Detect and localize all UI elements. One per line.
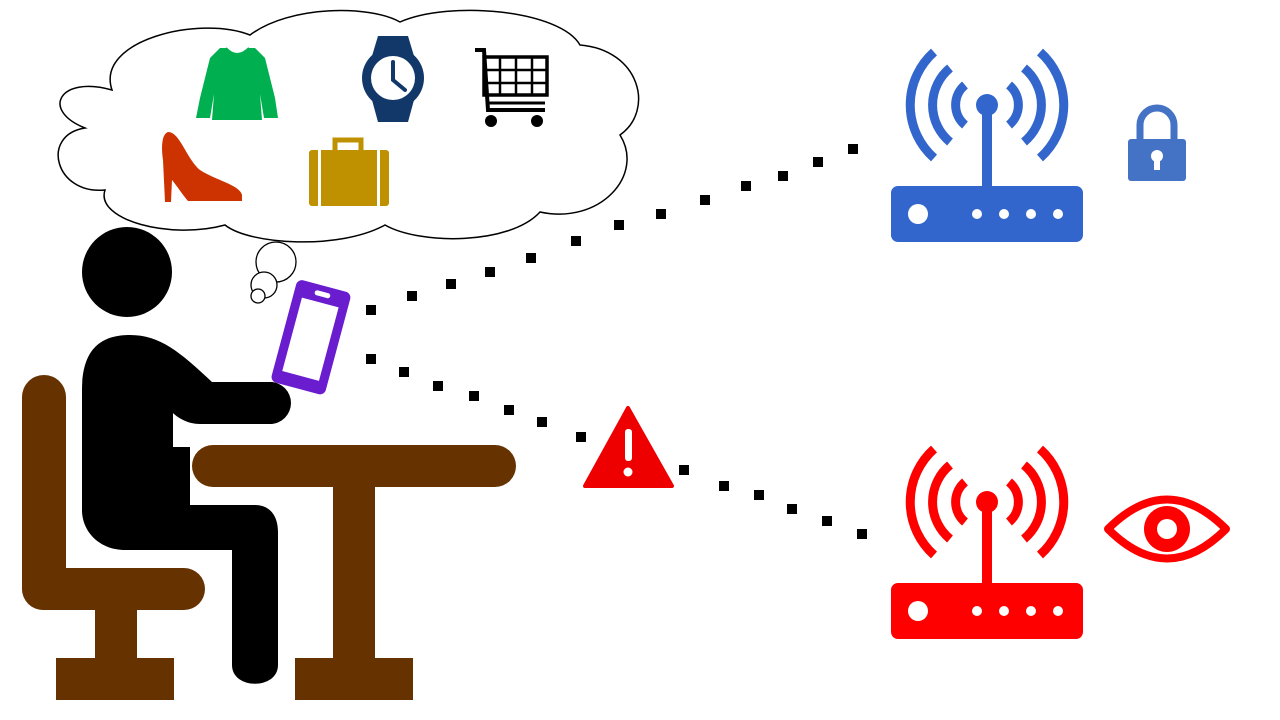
rogue-connection-dot [857, 529, 867, 539]
secure-connection-dot [571, 236, 581, 246]
rogue-connection-dot [719, 481, 729, 491]
rogue-connection-dot [366, 354, 376, 364]
rogue-connection-dot [754, 490, 764, 500]
cloud-shape [57, 9, 640, 243]
rogue-connection-dot [469, 391, 479, 401]
rogue-connection-dot [787, 504, 797, 514]
person-hand [249, 382, 291, 424]
secure-connection-dot [813, 157, 823, 167]
smartphone-icon [271, 280, 351, 395]
shopping-cart-icon [475, 48, 549, 127]
table [192, 445, 516, 700]
person-silhouette [82, 227, 289, 684]
thought-bubble-small [250, 288, 266, 304]
secure-connection-dots [366, 144, 858, 315]
warning-icon [583, 406, 674, 488]
secure-connection-dot [446, 279, 456, 289]
rogue-connection-dot [504, 405, 514, 415]
secure-connection-dot [485, 267, 495, 277]
high-heel-shoe-icon [162, 132, 242, 202]
rogue-connection-dot [576, 432, 586, 442]
wristwatch-icon [362, 36, 424, 122]
secure-connection-dot [366, 305, 376, 315]
secure-connection-dot [741, 181, 751, 191]
secure-connection-dot [848, 144, 858, 154]
rogue-connection-dot [433, 381, 443, 391]
rogue-connection-dot [822, 516, 832, 526]
rogue-connection-dot [679, 465, 689, 475]
rogue-connection-dot [399, 367, 409, 377]
wifi-router-icon [891, 48, 1083, 242]
person-body [82, 335, 289, 684]
suitcase-icon [309, 137, 389, 206]
secure-connection-dot [700, 195, 710, 205]
rogue-connection-dots [366, 354, 867, 539]
lock-icon [1128, 104, 1186, 181]
person-head [82, 227, 172, 317]
secure-connection-dot [656, 209, 666, 219]
secure-connection-dot [778, 171, 788, 181]
secure-connection-dot [526, 253, 536, 263]
secure-connection-dot [407, 291, 417, 301]
eye-icon [1104, 495, 1230, 563]
chair [22, 375, 205, 700]
wifi-router-icon [891, 445, 1083, 639]
secure-connection-dot [614, 220, 624, 230]
shirt-icon [196, 47, 278, 120]
rogue-connection-dot [537, 417, 547, 427]
